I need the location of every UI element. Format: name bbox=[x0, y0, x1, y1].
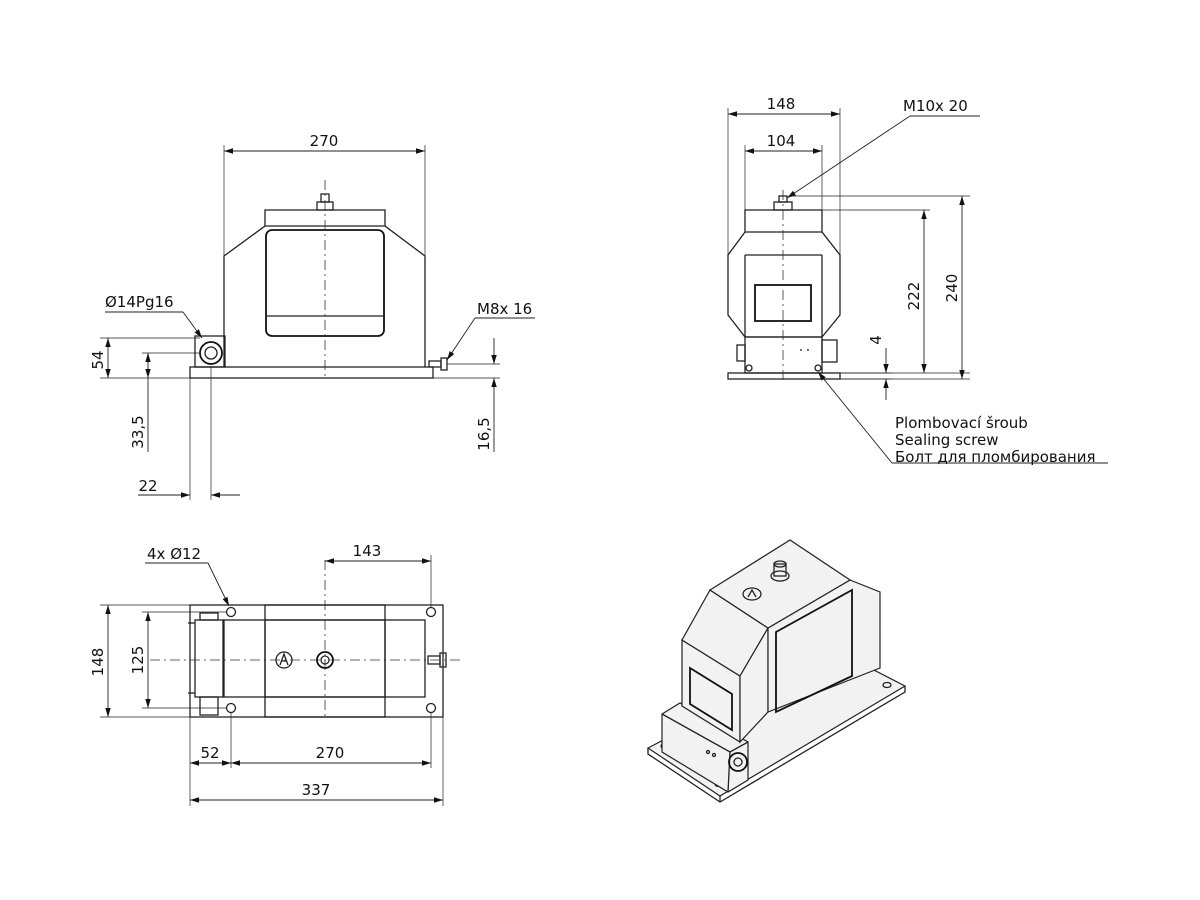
top-dim-52: 52 bbox=[200, 744, 219, 762]
iso-logo-icon bbox=[742, 587, 762, 601]
cable-gland-icon bbox=[199, 341, 223, 365]
holes-label: 4x Ø12 bbox=[147, 545, 201, 563]
front-dim-22: 22 bbox=[138, 477, 157, 495]
side-dim-104: 104 bbox=[767, 132, 796, 150]
front-dim-270: 270 bbox=[310, 132, 339, 150]
iso-side-window bbox=[775, 588, 853, 714]
mount-hole-icon bbox=[225, 606, 237, 618]
isometric-view bbox=[646, 539, 907, 803]
front-base-plate bbox=[189, 366, 434, 379]
seal-note-en: Sealing screw bbox=[895, 431, 998, 449]
bolt-label: M8x 16 bbox=[477, 300, 532, 318]
side-dim-240: 240 bbox=[943, 274, 961, 303]
side-dim-148: 148 bbox=[767, 95, 796, 113]
front-view: 270 Ø14Pg16 M8x 16 54 33,5 22 16,5 bbox=[89, 132, 535, 500]
terminal-label: M10x 20 bbox=[903, 97, 968, 115]
iso-terminal-icon bbox=[773, 560, 787, 568]
side-dim-222: 222 bbox=[905, 282, 923, 311]
front-body bbox=[223, 209, 426, 367]
gland-label: Ø14Pg16 bbox=[105, 293, 174, 311]
front-dim-54: 54 bbox=[89, 350, 107, 369]
iso-gland-icon bbox=[728, 752, 748, 772]
top-view: 4x Ø12 143 148 125 52 270 337 bbox=[89, 542, 460, 806]
side-dim-4: 4 bbox=[867, 335, 885, 345]
top-dim-337: 337 bbox=[302, 781, 331, 799]
top-dim-125: 125 bbox=[129, 646, 147, 675]
seal-note-ru: Болт для пломбирования bbox=[895, 448, 1096, 466]
front-dim-33-5: 33,5 bbox=[129, 415, 147, 448]
top-dim-148: 148 bbox=[89, 648, 107, 677]
side-view: 148 104 M10x 20 222 240 4 Plombovací šro… bbox=[727, 95, 1108, 466]
top-dim-143: 143 bbox=[353, 542, 382, 560]
seal-note-cz: Plombovací šroub bbox=[895, 414, 1028, 432]
iso-window bbox=[689, 666, 733, 732]
front-dim-16-5: 16,5 bbox=[475, 417, 493, 450]
top-dim-270: 270 bbox=[316, 744, 345, 762]
